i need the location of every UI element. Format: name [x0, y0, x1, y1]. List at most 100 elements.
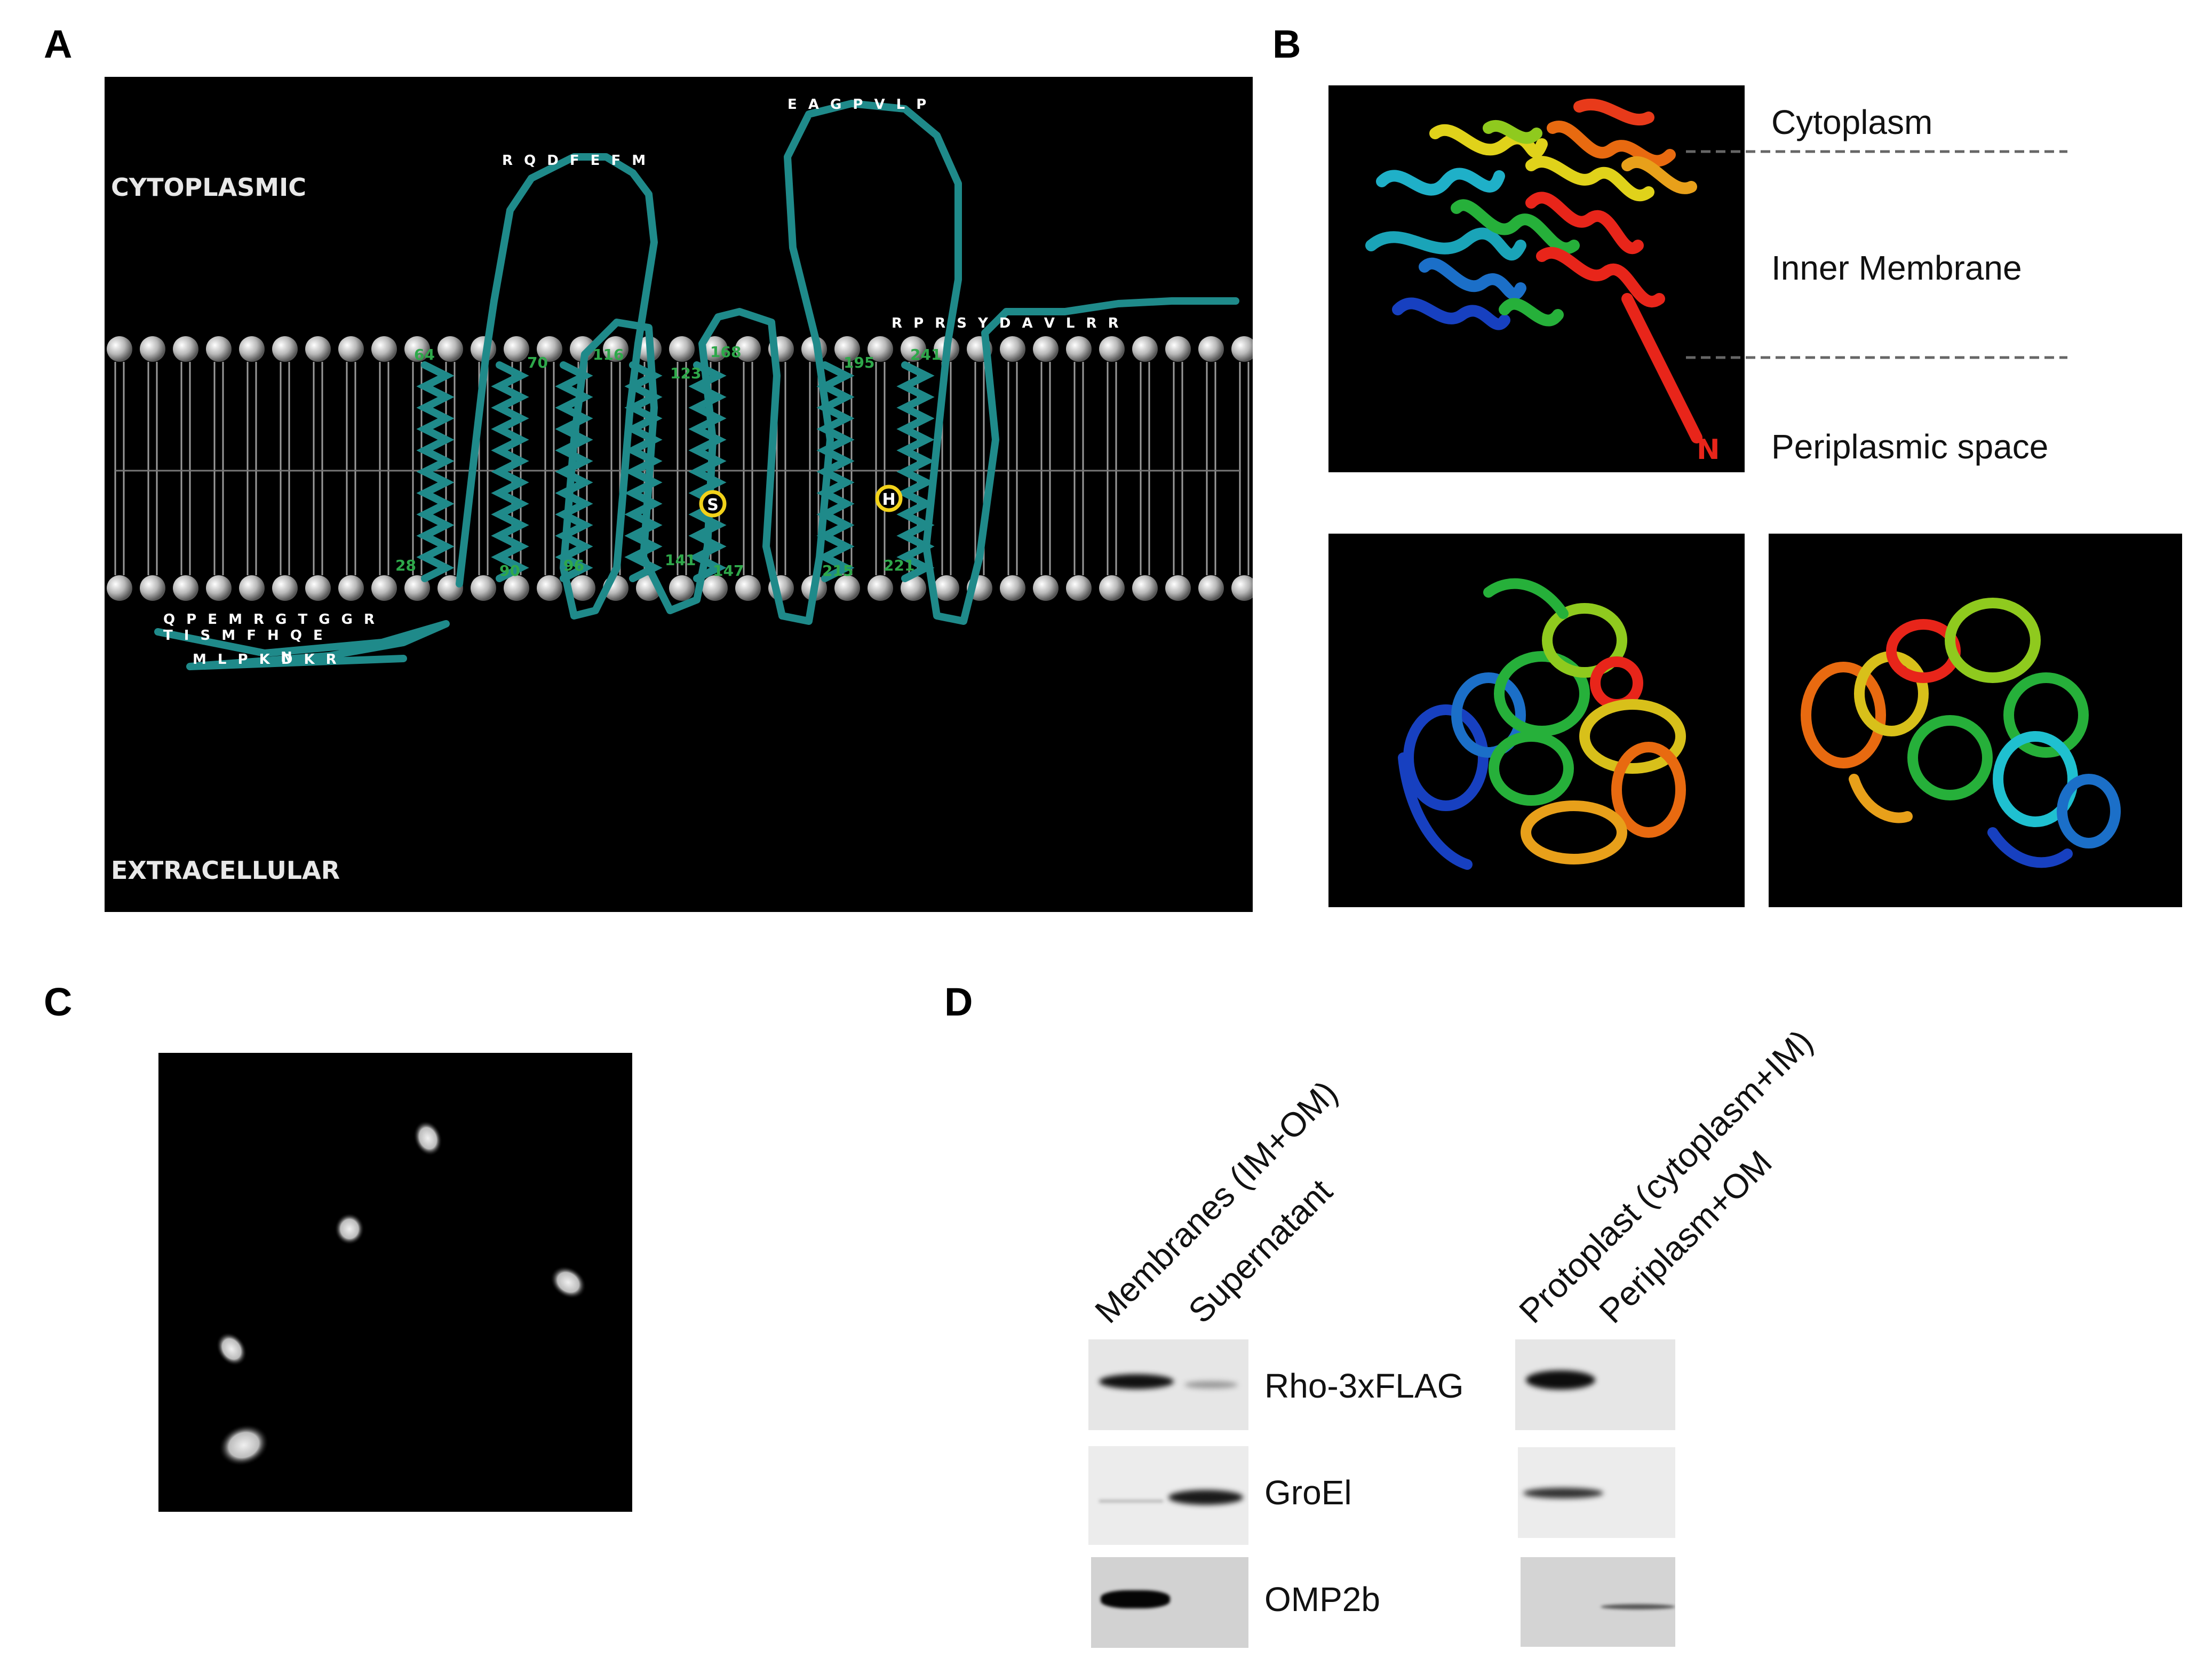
band: [1523, 1488, 1603, 1498]
residue-number: 221: [884, 557, 914, 574]
band: [1601, 1604, 1675, 1609]
lipid-head: [272, 575, 298, 601]
residue-number: 123: [670, 364, 701, 382]
top-loop-2: E A G P V L P: [787, 97, 929, 113]
n-tail-row: T I S M F H Q E: [163, 628, 326, 644]
band: [1099, 1374, 1174, 1389]
panel-letter-b: B: [1272, 22, 1301, 66]
lipid-head: [735, 336, 761, 362]
lipid-head: [338, 575, 364, 601]
band: [1526, 1370, 1595, 1390]
lipid-head: [570, 575, 595, 601]
residue-number: 168: [710, 343, 741, 361]
n-tail-row: M L P K D K R: [193, 652, 340, 668]
band: [1168, 1490, 1243, 1505]
cell-spot: [335, 1213, 364, 1245]
lipid-head: [1066, 575, 1092, 601]
lipid-head: [1099, 575, 1125, 601]
highlight-residue-s: S: [707, 496, 719, 514]
transmembrane-helix: [816, 361, 855, 582]
lipid-head: [206, 336, 232, 362]
lipid-head: [669, 575, 695, 601]
lipid-head: [702, 336, 728, 362]
blot-groel-right: [1518, 1447, 1675, 1538]
lipid-head: [504, 575, 529, 601]
lipid-head: [1165, 336, 1191, 362]
residue-number: 215: [822, 562, 853, 580]
transmembrane-helix: [416, 361, 455, 582]
residue-number: 241: [910, 346, 941, 363]
top-loop-1: R Q D F E F M: [502, 153, 649, 169]
lipid-head: [1198, 336, 1224, 362]
topology-diagram: S H 28 64 70 90 96 116 123 141 147 168 1…: [105, 77, 1253, 912]
layer-label-cytoplasm: Cytoplasm: [1771, 103, 1933, 141]
residue-number: 28: [395, 557, 416, 574]
lipid-head: [107, 336, 132, 362]
residue-number: 195: [844, 354, 874, 371]
layer-label-periplasmic-space: Periplasmic space: [1771, 427, 2049, 466]
lipid-head: [1000, 336, 1025, 362]
lipid-head: [537, 575, 562, 601]
lipid-head: [1033, 575, 1059, 601]
lipid-head: [1132, 336, 1158, 362]
cell-spot: [550, 1266, 586, 1299]
lipid-head: [504, 336, 529, 362]
cell-spot: [219, 1424, 269, 1466]
lipid-head: [1132, 575, 1158, 601]
n-tail-row: Q P E M R G T G G R: [163, 612, 378, 628]
panel-letter-c: C: [44, 980, 73, 1024]
row-label-rho-3xflag: Rho-3xFLAG: [1264, 1367, 1464, 1405]
row-label-groel: GroEl: [1264, 1473, 1352, 1512]
lipid-head: [1066, 336, 1092, 362]
lipid-head: [305, 575, 331, 601]
terminus-n-structure: N: [1697, 434, 1720, 466]
lipid-head: [934, 575, 959, 601]
lipid-head: [1099, 336, 1125, 362]
band: [1184, 1381, 1238, 1389]
layer-label-inner-membrane: Inner Membrane: [1771, 249, 2022, 287]
residue-number: 70: [527, 354, 548, 371]
fluorescence-micrograph: [158, 1053, 632, 1512]
lipid-head: [868, 575, 893, 601]
transmembrane-helix: [896, 361, 935, 582]
residue-number: 64: [414, 346, 435, 363]
lipid-head: [140, 336, 165, 362]
blot-groel-left: [1088, 1446, 1248, 1545]
lipid-head: [140, 575, 165, 601]
blot-rho-right: [1515, 1339, 1675, 1430]
c-tail: R P R S Y D A V L R R: [892, 315, 1122, 331]
lipid-head: [901, 336, 926, 362]
lipid-head: [471, 575, 496, 601]
column-label-protoplast: Protoplast (cytoplasm+IM): [1511, 1022, 1820, 1331]
structure-top-view-1: [1328, 534, 1745, 907]
residue-number: 141: [665, 551, 696, 569]
transmembrane-helix: [688, 361, 727, 582]
residue-number: 96: [563, 557, 584, 574]
panel-letter-a: A: [44, 22, 73, 66]
lipid-head: [1198, 575, 1224, 601]
highlight-ring-h: [875, 485, 903, 512]
lipid-head: [1231, 336, 1253, 362]
lipid-head: [901, 575, 926, 601]
band: [1101, 1590, 1170, 1608]
membrane-boundaries: [1686, 150, 2067, 359]
lipid-head: [272, 336, 298, 362]
residue-number: 147: [713, 562, 744, 580]
lipid-head: [173, 336, 198, 362]
lipid-head: [834, 575, 860, 601]
lipid-head: [371, 336, 397, 362]
residue-number: 90: [499, 562, 520, 580]
lipid-head: [107, 575, 132, 601]
lipid-head: [603, 336, 628, 362]
cell-spot: [216, 1332, 247, 1366]
lipid-head: [537, 336, 562, 362]
lipid-head: [669, 336, 695, 362]
structure-side-svg: N: [1365, 98, 1720, 466]
blot-omp2b-right: [1521, 1557, 1675, 1647]
highlight-residue-h: H: [882, 490, 895, 509]
lipid-head: [206, 575, 232, 601]
transmembrane-helix: [555, 361, 593, 582]
blot-rho-left: [1088, 1339, 1248, 1430]
lipid-head: [239, 575, 265, 601]
lipid-head: [305, 336, 331, 362]
